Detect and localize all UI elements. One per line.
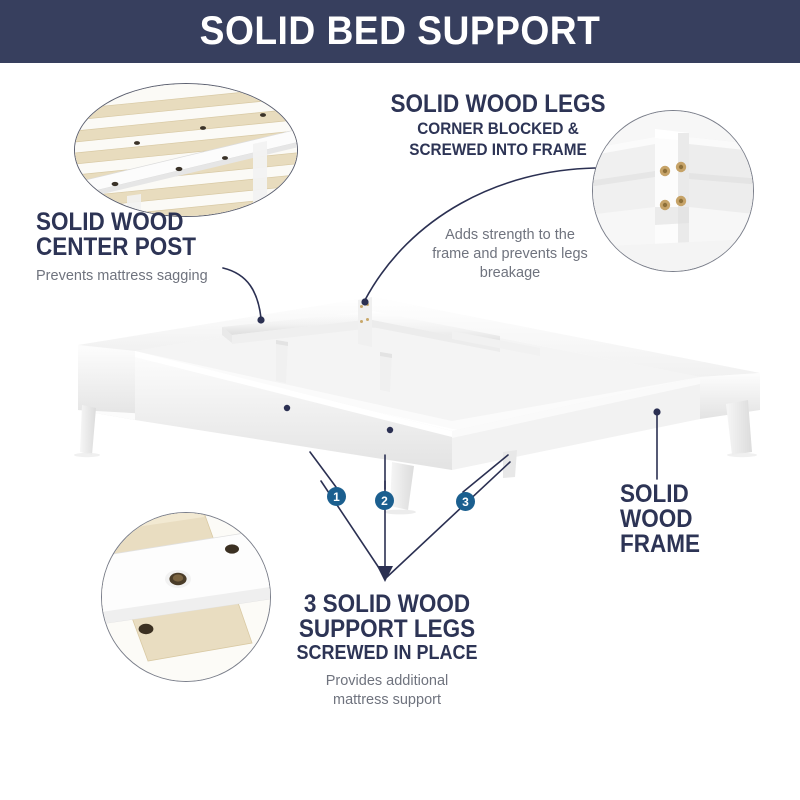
number-badge-2: 2 [375,491,394,510]
wood-legs-body-line3: breakage [479,265,541,282]
header-banner [0,0,800,63]
support-legs-heading-line1: 3 SOLID WOOD [303,590,471,618]
callout-wood-frame: SOLID WOOD FRAME [620,482,770,557]
page-title: SOLID BED SUPPORT [199,9,601,53]
leader-number-3 [386,461,511,578]
support-legs-body-line1: Provides additional [325,673,449,689]
support-legs-heading-line2: SUPPORT LEGS [298,615,476,643]
inset-solid-wood-center-post-photo [74,83,298,217]
callout-support-legs: 3 SOLID WOOD SUPPORT LEGS SCREWED IN PLA… [277,592,497,665]
arrowhead-support-legs [377,566,393,582]
center-post-heading-line1: SOLID WOOD [36,208,184,236]
callout-support-legs-body: Provides additional mattress support [272,672,502,710]
wood-legs-body-line1: Adds strength to the [445,227,575,243]
support-legs-subheading: SCREWED IN PLACE [296,642,478,664]
center-post-heading-line2: CENTER POST [36,233,197,261]
wood-frame-heading-line2: WOOD [620,505,693,533]
support-legs-body-line2: mattress support [333,692,441,709]
wood-legs-heading: SOLID WOOD LEGS [390,90,606,118]
callout-center-post: SOLID WOOD CENTER POST Prevents mattress… [36,210,306,286]
wood-legs-subheading-line2: SCREWED INTO FRAME [409,140,587,160]
center-post-body: Prevents mattress sagging [36,268,208,284]
wood-frame-heading-line3: FRAME [620,530,701,558]
number-badge-1: 1 [327,487,346,506]
stem-number-3 [462,454,509,493]
callout-wood-legs: SOLID WOOD LEGS CORNER BLOCKED & SCREWED… [372,92,624,160]
stem-number-1 [309,451,337,488]
wood-legs-body-line2: frame and prevents legs [432,246,588,263]
callout-wood-legs-body: Adds strength to the frame and prevents … [410,226,610,283]
leader-dots [257,298,661,434]
wood-frame-heading-line1: SOLID [620,480,689,508]
wood-legs-subheading-line1: CORNER BLOCKED & [417,119,579,138]
number-badge-3: 3 [456,492,475,511]
inset-support-legs-screwed-photo [101,512,271,682]
